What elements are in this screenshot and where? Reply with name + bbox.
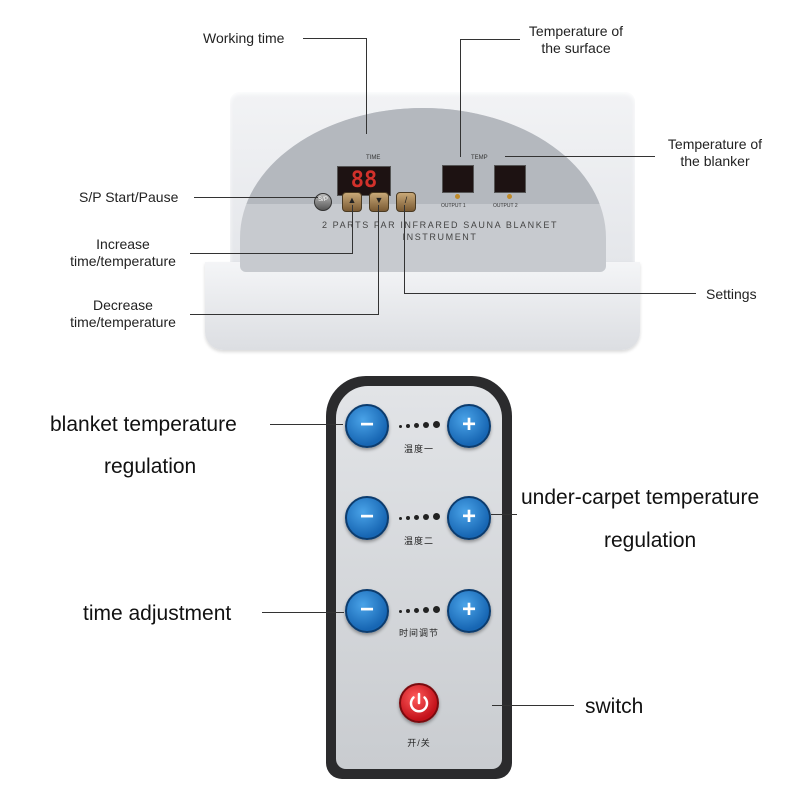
output2-label: OUTPUT 2 [493,203,518,209]
increase-leader [190,253,353,254]
carpet-temp-plus-button[interactable]: + [447,496,491,540]
decrease-label-line1: Decrease [93,297,153,313]
row1-caption: 温度一 [403,444,434,454]
surface-temp-display [442,165,474,193]
down-arrow-icon: ▼ [374,195,384,205]
surface-temp-label: Temperature of the surface [521,23,631,57]
blanket-reg-leader [270,424,343,425]
output1-label: OUTPUT 1 [441,203,466,209]
row2-caption: 温度二 [403,536,434,546]
remote-control: − + 温度一 − + 温度二 − + 时 [326,376,512,779]
instrument-line2: INSTRUMENT [402,232,478,242]
time-label: TIME [366,155,381,161]
increase-label-line1: Increase [96,236,150,252]
decrease-leader [190,314,379,315]
carpet-temp-minus-button[interactable]: − [345,496,389,540]
blanket-temp-reg-label-line1: blanket temperature [50,413,237,436]
settings-leader [405,293,696,294]
blanket-temp-plus-button[interactable]: + [447,404,491,448]
time-plus-button[interactable]: + [447,589,491,633]
control-panel: TIME 88 TEMP OUTPUT 1 OUTPUT 2 S/P ▲ ▼ /… [240,108,606,272]
settings-leader-v [404,205,405,294]
blanket-temp-display [494,165,526,193]
temp-label: TEMP [471,155,488,161]
carpet-temp-reg-label-line1: under-carpet temperature [521,486,760,509]
carpet-temp-reg-label-line2: regulation [604,529,697,552]
decrease-label-line2: time/temperature [70,314,176,330]
blanket-temp-reg-label-line2: regulation [104,455,197,478]
working-time-leader-v [366,38,367,134]
start-pause-leader [194,197,318,198]
decrease-button[interactable]: ▼ [369,192,389,212]
up-arrow-icon: ▲ [347,195,357,205]
sp-icon: S/P [318,197,328,203]
time-adjust-leader [262,612,344,613]
start-pause-button[interactable]: S/P [314,193,332,211]
level-dots-icon [399,421,443,431]
blanket-temp-label-line1: Temperature of [667,136,763,152]
output1-led [455,194,460,199]
power-button[interactable] [399,683,439,723]
instrument-title: 2 PARTS FAR INFRARED SAUNA BLANKET INSTR… [290,219,590,243]
power-caption: 开/关 [407,738,431,748]
surface-temp-leader [460,39,520,40]
level-dots-icon [399,513,443,523]
decrease-leader-v [378,205,379,315]
surface-temp-label-line1: Temperature of [528,23,624,39]
settings-label: Settings [706,286,757,302]
carpet-reg-leader [491,514,517,515]
switch-leader [492,705,574,706]
time-adjust-label: time adjustment [83,602,232,625]
increase-label: Increase time/temperature [58,236,188,270]
settings-icon: / [404,195,408,205]
instrument-line1: 2 PARTS FAR INFRARED SAUNA BLANKET [321,220,559,230]
decrease-label: Decrease time/temperature [58,297,188,331]
increase-label-line2: time/temperature [70,253,176,269]
surface-temp-label-line2: the surface [541,40,611,56]
level-dots-icon [399,606,443,616]
blanket-temp-label: Temperature of the blanker [660,136,770,170]
output2-led [507,194,512,199]
blanket-temp-label-line2: the blanker [680,153,750,169]
settings-button[interactable]: / [396,192,416,212]
remote-face: − + 温度一 − + 温度二 − + 时 [336,386,502,769]
row3-caption: 时间调节 [398,628,439,638]
start-pause-label: S/P Start/Pause [79,189,179,205]
time-minus-button[interactable]: − [345,589,389,633]
device-front [205,262,640,350]
blanket-temp-minus-button[interactable]: − [345,404,389,448]
power-icon [409,692,429,713]
working-time-label: Working time [203,30,285,46]
switch-label: switch [585,695,644,718]
surface-temp-leader-v [460,39,461,157]
blanket-temp-leader [505,156,655,157]
working-time-leader [303,38,367,39]
increase-leader-v [352,205,353,254]
time-display: 88 [337,166,391,196]
controller-device: TIME 88 TEMP OUTPUT 1 OUTPUT 2 S/P ▲ ▼ /… [205,92,640,350]
